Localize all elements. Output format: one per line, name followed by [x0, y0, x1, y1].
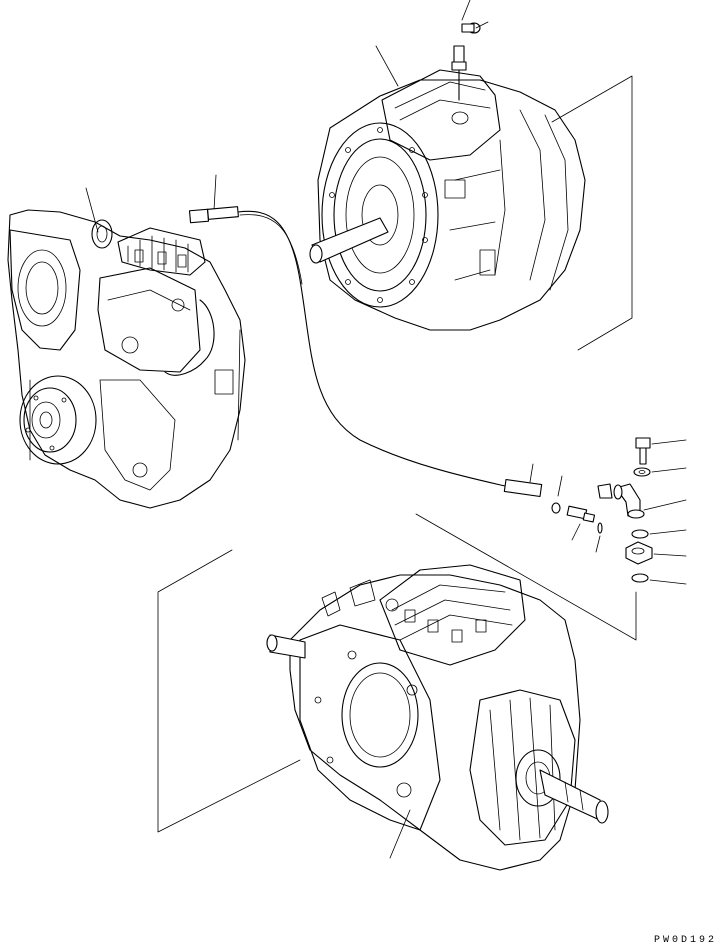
hose-icon — [188, 206, 543, 497]
bolt-icon — [635, 437, 651, 465]
o-ring-icon — [631, 573, 649, 583]
o-ring-icon — [631, 529, 649, 539]
connector-icon — [451, 22, 481, 101]
elbow-icon — [597, 483, 645, 519]
drawing-code: PW0D192 — [653, 935, 717, 946]
transmission-housing-icon — [7, 209, 246, 509]
transmission-case-icon — [266, 564, 609, 871]
connector-icon — [566, 505, 596, 523]
washer-icon — [633, 467, 651, 477]
nut-icon — [625, 541, 653, 565]
plug-icon — [551, 502, 561, 514]
o-ring-icon — [597, 522, 603, 534]
torque-converter-housing-icon — [309, 69, 586, 331]
